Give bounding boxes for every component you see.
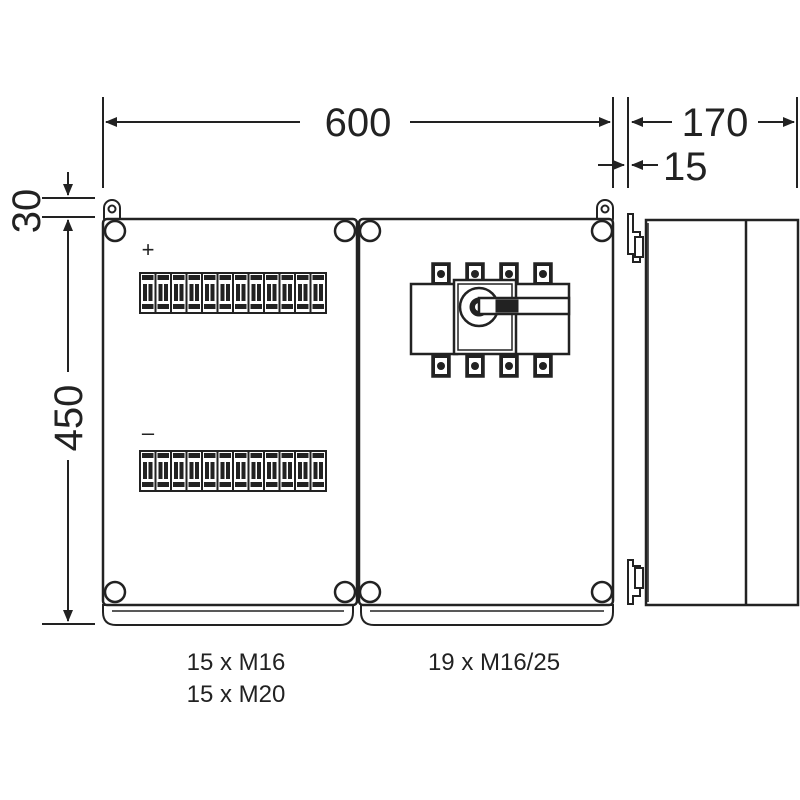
left-panel	[101, 217, 359, 607]
terminal-module	[170, 272, 188, 314]
terminal-module	[201, 450, 219, 492]
gland-label-right-1: 19 x M16/25	[428, 649, 560, 676]
terminal-module	[216, 272, 234, 314]
gland-label-left-2: 15 x M20	[187, 681, 286, 708]
terminal-module	[294, 272, 312, 314]
switch-terminal	[465, 354, 485, 378]
terminal-module	[278, 450, 296, 492]
isolator-switch	[409, 262, 571, 378]
width-dimension: 600	[325, 101, 392, 145]
terminal-module	[154, 272, 172, 314]
lug-hole-left	[107, 204, 117, 214]
screw-icon	[590, 580, 614, 604]
side-view	[627, 213, 800, 607]
screw-icon	[358, 219, 382, 243]
screw-icon	[358, 580, 382, 604]
terminal-module	[139, 272, 157, 314]
terminal-module	[309, 272, 327, 314]
screw-icon	[103, 219, 127, 243]
terminal-module	[278, 272, 296, 314]
gland-label-left-1: 15 x M16	[187, 649, 286, 676]
terminal-module	[247, 450, 265, 492]
terminal-module	[201, 272, 219, 314]
screw-icon	[103, 580, 127, 604]
terminal-module	[185, 272, 203, 314]
gland-plate-right	[360, 604, 614, 626]
gland-plate-left	[102, 604, 354, 626]
wall-dimension: 15	[663, 145, 708, 189]
front-enclosure: + –	[101, 199, 615, 626]
terminal-module	[263, 450, 281, 492]
terminal-module	[232, 272, 250, 314]
switch-handle	[477, 296, 571, 316]
right-panel	[357, 217, 615, 607]
switch-terminal	[465, 262, 485, 286]
terminal-module	[232, 450, 250, 492]
screw-icon	[590, 219, 614, 243]
switch-terminal	[533, 262, 553, 286]
terminal-module	[309, 450, 327, 492]
switch-terminals	[431, 262, 553, 378]
switch-terminal	[499, 354, 519, 378]
switch-terminal	[533, 354, 553, 378]
switch-side-right	[511, 282, 571, 356]
lug-hole-right	[600, 204, 610, 214]
dimension-lines	[42, 97, 798, 625]
terminal-module	[263, 272, 281, 314]
side-body	[644, 218, 800, 607]
plus-marker: +	[142, 237, 155, 262]
cover-screws	[103, 219, 614, 604]
screw-icon	[333, 580, 357, 604]
terminal-module	[185, 450, 203, 492]
depth-dimension: 170	[682, 101, 749, 145]
minus-marker: –	[142, 420, 155, 445]
terminal-block-negative	[139, 450, 327, 492]
terminal-module	[247, 272, 265, 314]
terminal-block-positive	[139, 272, 327, 314]
top-offset-dimension: 30	[5, 189, 49, 234]
switch-side-left	[409, 282, 459, 356]
switch-terminal	[431, 354, 451, 378]
terminal-module	[216, 450, 234, 492]
terminal-module	[294, 450, 312, 492]
terminal-module	[139, 450, 157, 492]
switch-terminal	[431, 262, 451, 286]
terminal-module	[154, 450, 172, 492]
terminal-module	[170, 450, 188, 492]
screw-icon	[333, 219, 357, 243]
height-dimension: 450	[47, 385, 91, 452]
